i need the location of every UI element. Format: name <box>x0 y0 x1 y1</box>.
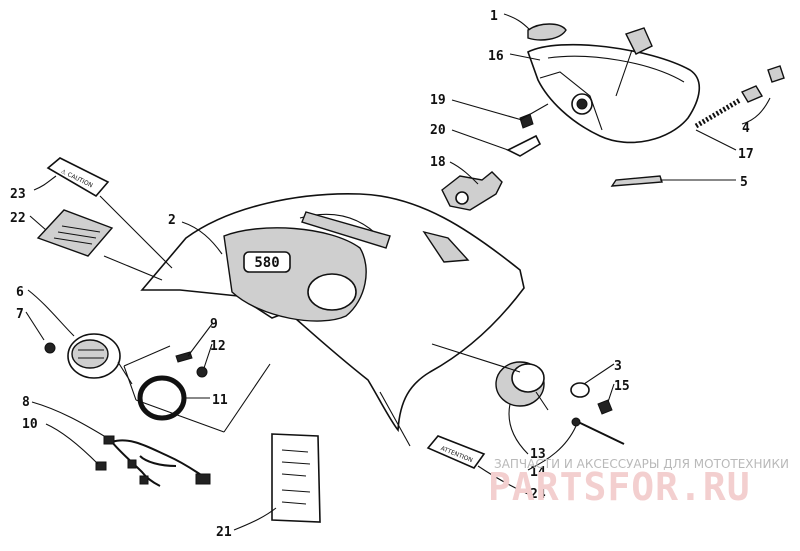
mount-bolt <box>610 175 663 187</box>
callout-3: 3 <box>614 359 622 374</box>
callout-4: 4 <box>742 121 750 136</box>
adjuster-cap <box>767 65 785 83</box>
callout-18: 18 <box>430 155 446 170</box>
retainer-clip <box>519 113 534 129</box>
tachometer <box>44 333 133 385</box>
callout-23: 23 <box>10 187 26 202</box>
callout-19: 19 <box>430 93 446 108</box>
callout-24: 24 <box>530 487 546 502</box>
headlight-bulb <box>506 134 542 157</box>
watermark: ЗАПЧАСТИ И АКСЕССУАРЫ ДЛЯ МОТОТЕХНИКИ PA… <box>488 457 789 509</box>
gauge-opening <box>307 273 357 311</box>
callout-6: 6 <box>16 285 24 300</box>
callout-12: 12 <box>210 339 226 354</box>
gauge-retaining-ring <box>137 375 187 421</box>
callout-2: 2 <box>168 213 176 228</box>
hood-vent <box>301 211 391 249</box>
speedo-cable <box>573 419 625 445</box>
callout-1: 1 <box>490 9 498 24</box>
adjuster-nut <box>740 85 764 103</box>
leader-lines <box>25 13 771 531</box>
callout-20: 20 <box>430 123 446 138</box>
callout-21: 21 <box>216 525 232 540</box>
decal-21 <box>271 433 321 523</box>
nut <box>597 399 613 415</box>
decal-24: ATTENTION <box>426 435 486 469</box>
callout-5: 5 <box>740 175 748 190</box>
mount-bracket <box>527 23 567 41</box>
speedometer <box>495 361 625 445</box>
callout-22: 22 <box>10 211 26 226</box>
watermark-tagline: ЗАПЧАСТИ И АКСЕССУАРЫ ДЛЯ МОТОТЕХНИКИ <box>494 457 789 471</box>
small-hardware-9-12 <box>175 351 208 378</box>
callout-17: 17 <box>738 147 754 162</box>
callout-14: 14 <box>530 465 546 480</box>
callout-labels: 1 16 19 20 18 4 17 5 23 22 2 6 7 9 12 11… <box>10 9 754 540</box>
hood-assembly: 580 <box>140 193 525 433</box>
decal-23: ⚠ CAUTION <box>46 157 110 198</box>
callout-9: 9 <box>210 317 218 332</box>
hood-badge <box>243 251 291 273</box>
callout-16: 16 <box>488 49 504 64</box>
adjuster-spring <box>694 97 742 129</box>
side-vent <box>422 230 470 263</box>
adjuster-plate <box>625 27 653 55</box>
headlight-assembly <box>441 23 785 211</box>
callout-13: 13 <box>530 447 546 462</box>
callout-11: 11 <box>212 393 228 408</box>
gauge-bulb <box>44 342 56 354</box>
washer <box>570 382 590 398</box>
callout-7: 7 <box>16 307 24 322</box>
callout-15: 15 <box>614 379 630 394</box>
decal-22 <box>36 209 114 257</box>
callout-10: 10 <box>22 417 38 432</box>
hood-badge-text: 580 <box>254 255 279 271</box>
callout-8: 8 <box>22 395 30 410</box>
watermark-site: PARTSFOR.RU <box>488 465 751 509</box>
wiring-harness <box>95 435 211 487</box>
